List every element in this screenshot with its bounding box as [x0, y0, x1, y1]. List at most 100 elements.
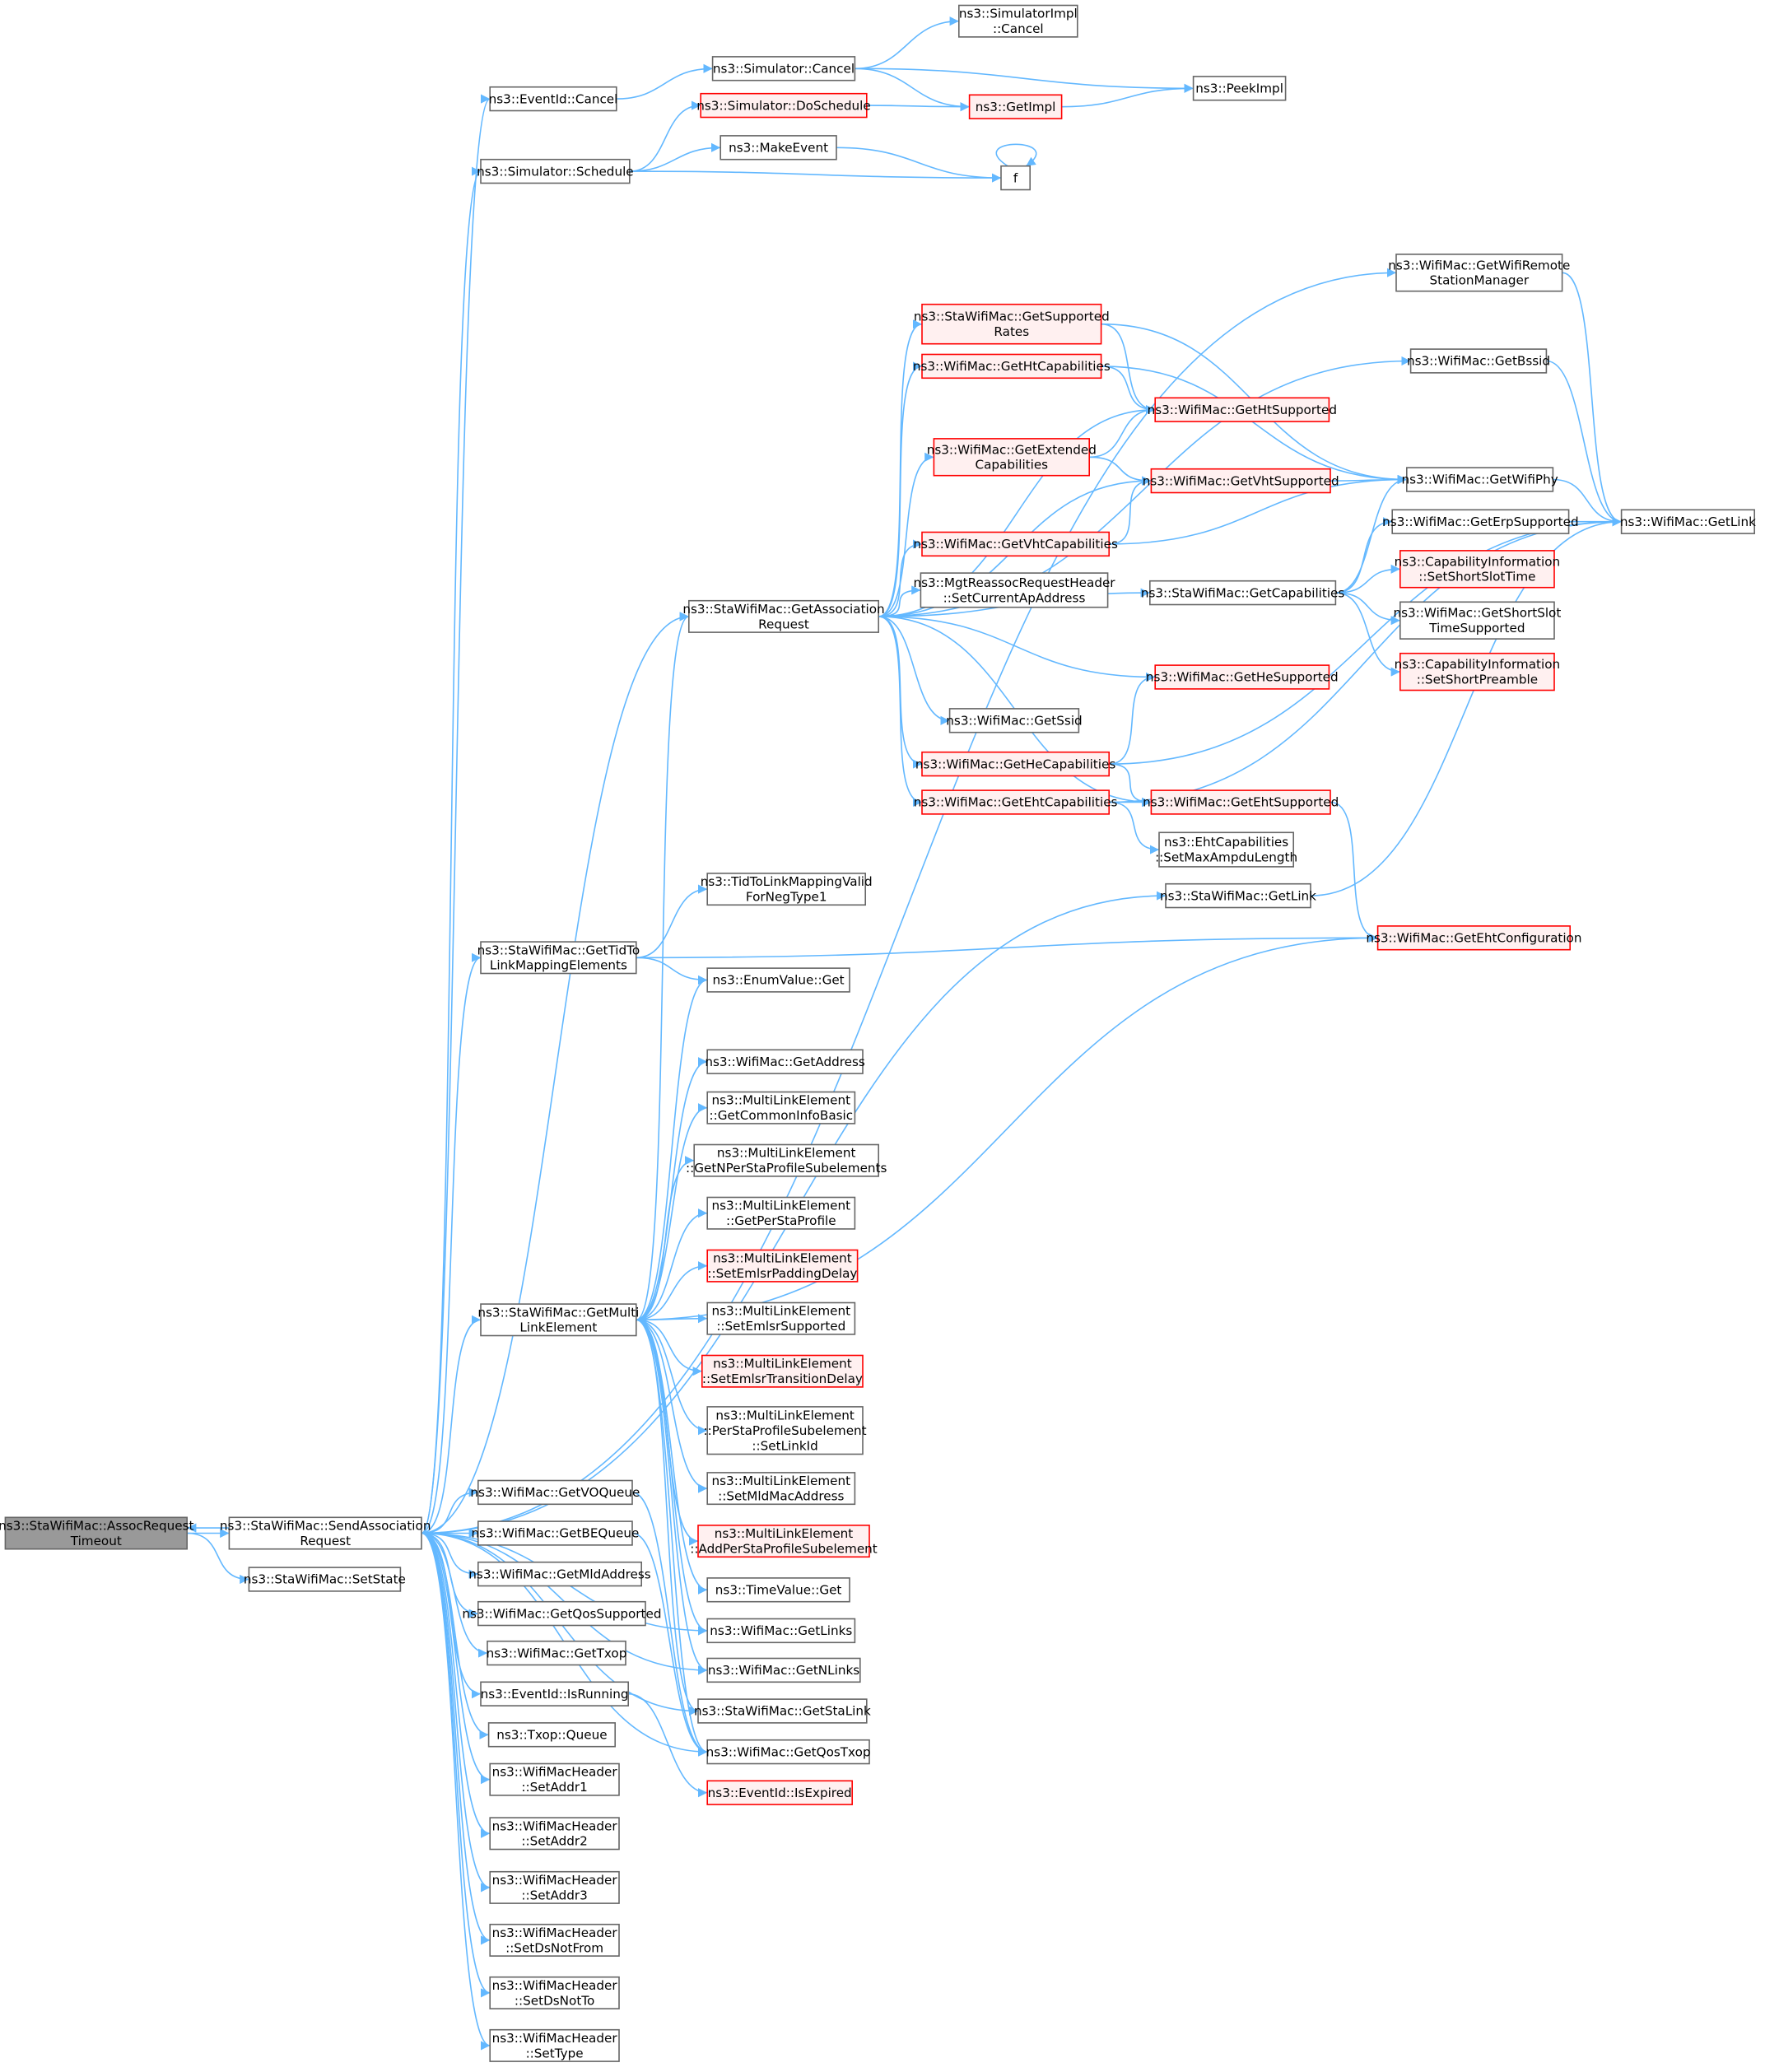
node-label: ForNegType1	[746, 890, 827, 905]
node-hecaps[interactable]: ns3::WifiMac::GetHeCapabilities	[915, 751, 1115, 777]
edge-multilink-to-enumget	[636, 975, 708, 1321]
node-label: ns3::WifiMac::GetHtSupported	[1148, 403, 1337, 417]
node-tidmap[interactable]: ns3::StaWifiMac::GetTidToLinkMappingElem…	[477, 941, 640, 975]
node-ehtsup[interactable]: ns3::WifiMac::GetEhtSupported	[1143, 789, 1339, 815]
node-isexpired[interactable]: ns3::EventId::IsExpired	[706, 1780, 853, 1805]
edge-vhtcaps-to-wifiphy	[1109, 474, 1407, 545]
node-voqueue[interactable]: ns3::WifiMac::GetVOQueue	[470, 1479, 640, 1506]
node-getqostxop[interactable]: ns3::WifiMac::GetQosTxop	[706, 1739, 871, 1765]
node-vhtsup[interactable]: ns3::WifiMac::GetVhtSupported	[1143, 468, 1339, 494]
node-getbssid[interactable]: ns3::WifiMac::GetBssid	[1407, 348, 1550, 374]
node-label: ns3::Simulator::Cancel	[713, 62, 855, 77]
node-f[interactable]: f	[1000, 165, 1032, 191]
node-label: ns3::MultiLinkElement	[712, 1093, 851, 1108]
node-getimpl[interactable]: ns3::GetImpl	[968, 94, 1063, 119]
node-label: ns3::Simulator::Schedule	[477, 164, 634, 179]
node-mgtreassoc[interactable]: ns3::MgtReassocRequestHeader::SetCurrent…	[913, 572, 1115, 608]
node-bequeue[interactable]: ns3::WifiMac::GetBEQueue	[471, 1520, 639, 1546]
node-stagetlink[interactable]: ns3::StaWifiMac::GetLink	[1160, 882, 1316, 909]
node-timeget[interactable]: ns3::TimeValue::Get	[706, 1577, 850, 1603]
node-shortslottime[interactable]: ns3::CapabilityInformation::SetShortSlot…	[1395, 550, 1560, 589]
edge-getbssid-to-getlink	[1546, 360, 1622, 527]
node-isrunning[interactable]: ns3::EventId::IsRunning	[480, 1681, 629, 1706]
node-vhtcaps[interactable]: ns3::WifiMac::GetVhtCapabilities	[913, 531, 1118, 557]
node-getaddress[interactable]: ns3::WifiMac::GetAddress	[705, 1049, 865, 1074]
edge-schedule-to-f	[629, 170, 1002, 183]
node-addr2[interactable]: ns3::WifiMacHeader::SetAddr2	[489, 1817, 620, 1851]
node-setmldmac[interactable]: ns3::MultiLinkElement::SetMldMacAddress	[706, 1472, 856, 1506]
node-getcaps[interactable]: ns3::StaWifiMac::GetCapabilities	[1141, 580, 1345, 606]
node-npersta[interactable]: ns3::MultiLinkElement::GetNPerStaProfile…	[686, 1143, 887, 1177]
node-getlinks[interactable]: ns3::WifiMac::GetLinks	[706, 1618, 856, 1644]
nodes-layer: ns3::StaWifiMac::AssocRequestTimeoutns3:…	[0, 4, 1756, 2062]
node-box	[487, 1722, 617, 1748]
node-emlsrpad[interactable]: ns3::MultiLinkElement::SetEmlsrPaddingDe…	[706, 1249, 859, 1283]
node-wifiphy[interactable]: ns3::WifiMac::GetWifiPhy	[1401, 467, 1558, 492]
node-getnlinks[interactable]: ns3::WifiMac::GetNLinks	[706, 1657, 861, 1683]
node-simcancel[interactable]: ns3::Simulator::Cancel	[711, 56, 856, 81]
node-qossup[interactable]: ns3::WifiMac::GetQosSupported	[462, 1600, 661, 1627]
node-gettxop[interactable]: ns3::WifiMac::GetTxop	[487, 1640, 627, 1666]
node-label: Request	[758, 617, 809, 631]
node-label: ns3::MultiLinkElement	[715, 1526, 854, 1541]
edge-wifiphy-to-getlink	[1553, 478, 1622, 527]
node-getstalink[interactable]: ns3::StaWifiMac::GetStaLink	[694, 1698, 871, 1724]
node-addr3[interactable]: ns3::WifiMacHeader::SetAddr3	[489, 1870, 620, 1904]
node-maxampdu[interactable]: ns3::EhtCapabilities::SetMaxAmpduLength	[1155, 831, 1297, 868]
node-hesup[interactable]: ns3::WifiMac::GetHeSupported	[1146, 664, 1339, 690]
node-remotemgr[interactable]: ns3::WifiMac::GetWifiRemoteStationManage…	[1388, 254, 1570, 292]
node-box	[711, 56, 856, 81]
node-getssid[interactable]: ns3::WifiMac::GetSsid	[946, 708, 1083, 733]
node-emlsrsup[interactable]: ns3::MultiLinkElement::SetEmlsrSupported	[706, 1301, 856, 1335]
node-label: LinkElement	[519, 1320, 597, 1335]
node-box	[700, 92, 868, 119]
node-addr1[interactable]: ns3::WifiMacHeader::SetAddr1	[489, 1762, 620, 1796]
node-shortpreamble[interactable]: ns3::CapabilityInformation::SetShortPrea…	[1395, 652, 1560, 691]
node-mldaddr[interactable]: ns3::WifiMac::GetMldAddress	[468, 1561, 651, 1587]
edge-multilink-to-setlinkid	[636, 1319, 708, 1436]
node-htcaps[interactable]: ns3::WifiMac::GetHtCapabilities	[913, 353, 1111, 379]
node-ehtconfig[interactable]: ns3::WifiMac::GetEhtConfiguration	[1366, 925, 1581, 951]
edge-send-to-schedule	[421, 166, 482, 1534]
node-label: ns3::StaWifiMac::SendAssociation	[220, 1519, 431, 1534]
node-schedule[interactable]: ns3::Simulator::Schedule	[477, 158, 634, 184]
node-enumget[interactable]: ns3::EnumValue::Get	[706, 967, 850, 993]
node-peekimpl[interactable]: ns3::PeekImpl	[1192, 76, 1287, 101]
node-label: ns3::WifiMac::GetAddress	[705, 1055, 865, 1069]
node-addpersta[interactable]: ns3::MultiLinkElement::AddPerStaProfileS…	[690, 1525, 878, 1558]
node-dsnotfrom[interactable]: ns3::WifiMacHeader::SetDsNotFrom	[489, 1923, 620, 1957]
node-setlinkid[interactable]: ns3::MultiLinkElement::PerStaProfileSube…	[704, 1406, 867, 1455]
node-label: ns3::StaWifiMac::GetAssociation	[682, 602, 884, 617]
node-settype[interactable]: ns3::WifiMacHeader::SetType	[489, 2028, 620, 2062]
node-simimplcancel[interactable]: ns3::SimulatorImpl::Cancel	[958, 4, 1078, 38]
node-commoninfo[interactable]: ns3::MultiLinkElement::GetCommonInfoBasi…	[706, 1091, 856, 1124]
node-dsnotto[interactable]: ns3::WifiMacHeader::SetDsNotTo	[489, 1976, 620, 2009]
node-box	[706, 1618, 856, 1644]
node-makeevent[interactable]: ns3::MakeEvent	[720, 135, 837, 161]
node-ehtcaps[interactable]: ns3::WifiMac::GetEhtCapabilities	[914, 789, 1118, 815]
edge-vhtsup-to-wifiphy	[1330, 474, 1407, 485]
node-label: ns3::SimulatorImpl	[959, 7, 1078, 21]
node-setstate[interactable]: ns3::StaWifiMac::SetState	[244, 1567, 406, 1592]
node-getlink[interactable]: ns3::WifiMac::GetLink	[1620, 509, 1756, 534]
node-doschedule[interactable]: ns3::Simulator::DoSchedule	[696, 92, 871, 119]
node-label: ns3::StaWifiMac::GetStaLink	[694, 1704, 871, 1719]
edge-send-to-dsnotto	[421, 1532, 491, 1998]
node-emlsrtrans[interactable]: ns3::MultiLinkElement::SetEmlsrTransitio…	[701, 1354, 864, 1388]
node-txopqueue[interactable]: ns3::Txop::Queue	[487, 1722, 617, 1748]
node-htsup[interactable]: ns3::WifiMac::GetHtSupported	[1148, 397, 1337, 422]
node-evcancel[interactable]: ns3::EventId::Cancel	[489, 86, 618, 112]
node-label: ::SetMaxAmpduLength	[1155, 850, 1297, 865]
edge-multilink-to-emlsrtrans	[636, 1319, 702, 1376]
edge-multilink-to-getnlinks	[636, 1319, 708, 1675]
node-erpsup[interactable]: ns3::WifiMac::GetErpSupported	[1382, 509, 1579, 534]
node-persta[interactable]: ns3::MultiLinkElement::GetPerStaProfile	[706, 1196, 856, 1230]
